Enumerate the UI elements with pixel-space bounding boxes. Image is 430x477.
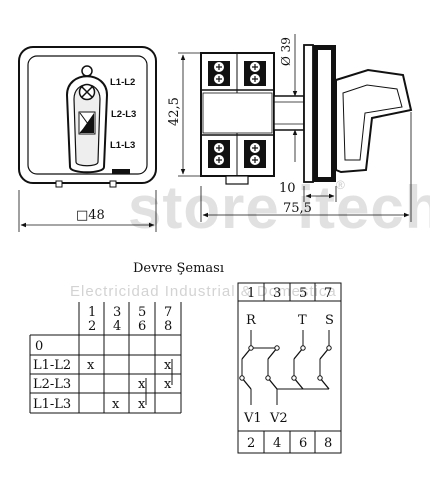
table-cell-r2-c4: x: [164, 377, 172, 392]
front-panel-inner: [27, 55, 148, 175]
table-cell-r1-c4: x: [164, 358, 172, 373]
table-cell-r3-c2: x: [112, 397, 120, 412]
circuit-diagram: [237, 282, 342, 454]
table-cell-r2-c3: x: [138, 377, 146, 392]
circuit-node-6: [265, 375, 271, 381]
watermark-tagline: Electricidad Industrial & Domestica: [70, 283, 337, 300]
brand-logo-chevron: [79, 112, 89, 134]
side-dim-depth-small-label: 10: [279, 181, 296, 196]
circuit-phase-t: T: [298, 313, 307, 328]
circuit-node-2: [274, 345, 280, 351]
table-cell-r3-c3: x: [138, 397, 146, 412]
terminal-slot-2: [244, 61, 266, 86]
watermark-registered: ®: [336, 178, 346, 192]
terminal-slot-3: [208, 140, 230, 168]
table-header-4-top: 7: [164, 305, 172, 320]
circuit-node-7: [291, 375, 297, 381]
circuit-top-terminal-3: 3: [273, 286, 281, 301]
table-header-2-bottom: 4: [113, 319, 121, 334]
side-dim-height-label: 42,5: [167, 97, 182, 126]
table-header-3-top: 5: [138, 305, 146, 320]
circuit-node-5: [239, 375, 245, 381]
terminal-bottom-tab: [225, 175, 249, 185]
table-cell-r1-c1: x: [87, 358, 95, 373]
terminal-screws-top: [208, 61, 266, 86]
circuit-bottom-terminal-8: 8: [324, 436, 332, 451]
circuit-bottom-terminal-6: 6: [299, 436, 307, 451]
front-view: [18, 46, 157, 232]
front-foot-right: [109, 180, 117, 188]
knob-screw-slot: [81, 86, 93, 98]
shaft-body: [273, 95, 305, 131]
front-plate-edge: [303, 44, 314, 183]
circuit-node-3: [300, 345, 306, 351]
table-row-label-2: L2-L3: [33, 377, 71, 392]
front-dim-width-label: □48: [76, 208, 105, 223]
circuit-phase-s: S: [325, 313, 334, 328]
terminal-slot-4: [244, 140, 266, 168]
front-label-l1-l3: L1-L3: [110, 140, 135, 151]
table-header-1-top: 1: [88, 305, 96, 320]
circuit-bottom-terminal-2: 2: [247, 436, 255, 451]
circuit-output-v1: V1: [243, 411, 262, 426]
scheme-title: Devre Şeması: [133, 261, 224, 276]
knob: [65, 65, 109, 174]
circuit-top-terminal-7: 7: [324, 286, 332, 301]
knob-pointer-tip: [81, 65, 93, 77]
table-row-label-3: L1-L3: [33, 397, 71, 412]
front-label-l2-l3: L2-L3: [111, 109, 136, 120]
front-label-plate: [112, 169, 130, 174]
front-label-l1-l2: L1-L2: [110, 77, 135, 88]
side-dim-diameter-label: Ø 39: [279, 37, 293, 66]
knob-side-inner: [342, 84, 403, 161]
circuit-nodes: [239, 345, 332, 381]
table-header-1-bottom: 2: [88, 319, 96, 334]
circuit-bottom-terminal-4: 4: [273, 436, 281, 451]
circuit-node-1: [248, 345, 254, 351]
front-foot-left: [55, 180, 63, 188]
side-dim-depth-total-label: 75,5: [283, 201, 312, 216]
circuit-node-4: [326, 345, 332, 351]
terminal-screw-slots-bottom: [216, 145, 258, 163]
switch-table: [29, 302, 182, 414]
circuit-node-8: [317, 375, 323, 381]
terminal-slot-1: [208, 61, 230, 86]
table-header-3-bottom: 6: [138, 319, 146, 334]
circuit-top-terminal-5: 5: [299, 286, 307, 301]
watermark-brand: store itech: [128, 174, 430, 241]
side-view: [178, 34, 413, 222]
terminal-mid-section: [202, 92, 273, 134]
circuit-output-v2: V2: [269, 411, 288, 426]
terminal-screw-slots-top: [216, 64, 258, 82]
table-row-label-1: L1-L2: [33, 358, 71, 373]
terminal-screws-bottom: [208, 140, 266, 168]
circuit-phase-r: R: [246, 313, 257, 328]
table-row-label-0: 0: [35, 339, 43, 354]
table-header-4-bottom: 8: [164, 319, 172, 334]
front-plate-face: [318, 50, 331, 177]
circuit-top-terminal-1: 1: [247, 286, 255, 301]
table-header-2-top: 3: [113, 305, 121, 320]
